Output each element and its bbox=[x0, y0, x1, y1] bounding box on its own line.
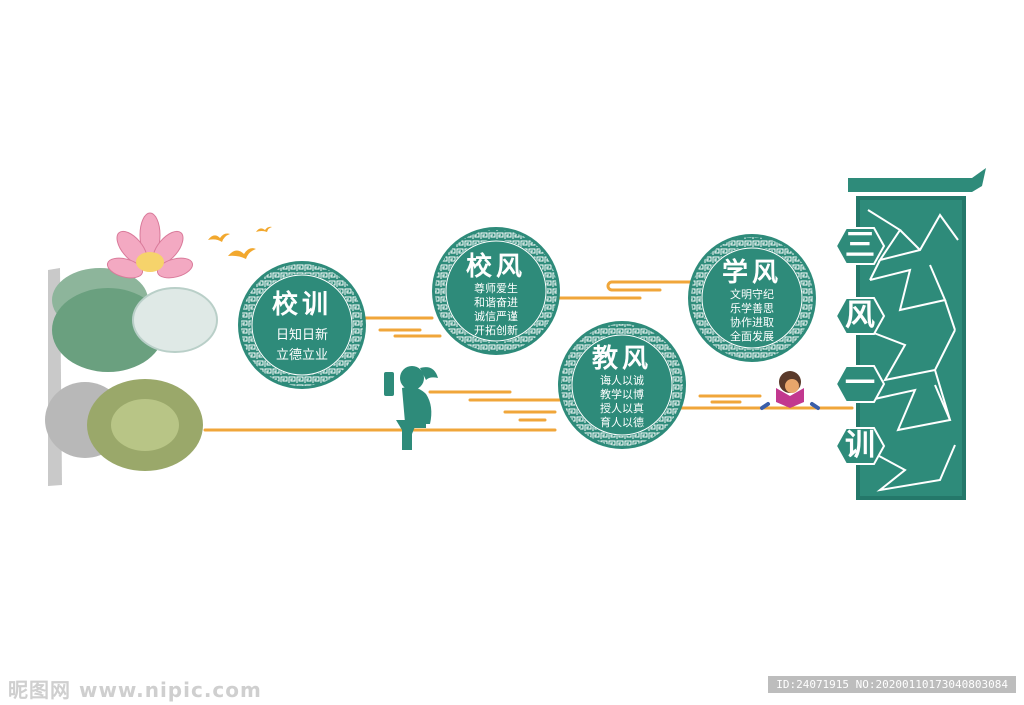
circle-title: 教风 bbox=[591, 344, 652, 374]
lotus-icon bbox=[45, 212, 218, 486]
circle-line: 教学以博 bbox=[600, 388, 644, 401]
circle-line: 日知日新 bbox=[275, 328, 328, 343]
circle-line: 诲人以诚 bbox=[600, 374, 644, 387]
panel-char-yi: 一 bbox=[845, 366, 875, 401]
lattice-icon bbox=[865, 209, 959, 492]
circle-line: 立德立业 bbox=[275, 348, 328, 363]
circle-line: 育人以德 bbox=[600, 416, 644, 429]
panel-char-feng: 风 bbox=[845, 298, 875, 333]
circle-line: 协作进取 bbox=[730, 316, 774, 329]
panel-char-san: 三 bbox=[845, 228, 875, 263]
watermark-id: ID:24071915 NO:20200110173040803084 bbox=[768, 676, 1016, 693]
circle-line: 开拓创新 bbox=[474, 324, 518, 337]
watermark-logo: 昵图网 www.nipic.com bbox=[8, 678, 262, 702]
circle-title: 校风 bbox=[465, 252, 526, 282]
reading-girl-icon bbox=[384, 366, 438, 450]
circle-line: 和谐奋进 bbox=[474, 296, 518, 309]
reading-child-icon bbox=[760, 371, 820, 410]
circle-xuefeng bbox=[688, 234, 816, 362]
circle-text-xuefeng: 学风 文明守纪 乐学善思 协作进取 全面发展 bbox=[702, 258, 802, 344]
circle-text-xiaoxun: 校训 日知日新 立德立业 bbox=[252, 290, 352, 366]
circle-title: 校训 bbox=[271, 290, 332, 320]
circle-line: 文明守纪 bbox=[730, 288, 774, 301]
circle-xiaofeng bbox=[432, 227, 560, 355]
circle-line: 诚信严谨 bbox=[474, 310, 518, 323]
circle-xiaoxun bbox=[238, 261, 366, 389]
circle-line: 全面发展 bbox=[730, 330, 774, 343]
circle-text-xiaofeng: 校风 尊师爱生 和谐奋进 诚信严谨 开拓创新 bbox=[446, 252, 546, 338]
circle-line: 授人以真 bbox=[600, 402, 644, 415]
lattice-panel bbox=[834, 168, 986, 500]
circle-jiaofeng bbox=[558, 321, 686, 449]
connector-lines bbox=[203, 280, 854, 432]
birds-icon bbox=[208, 226, 272, 259]
circle-text-jiaofeng: 教风 诲人以诚 教学以博 授人以真 育人以德 bbox=[572, 344, 672, 430]
circle-title: 学风 bbox=[721, 258, 782, 288]
panel-char-xun: 训 bbox=[845, 428, 875, 463]
circle-line: 尊师爱生 bbox=[474, 282, 518, 295]
circle-line: 乐学善思 bbox=[730, 302, 774, 315]
